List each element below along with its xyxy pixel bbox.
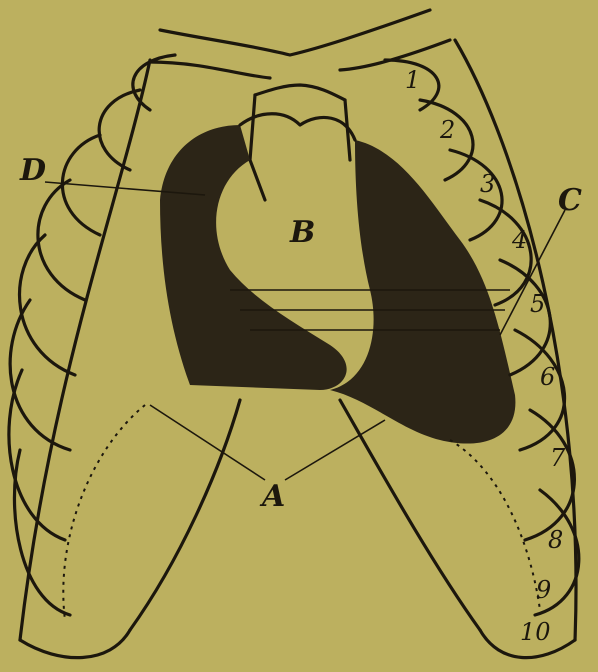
heart [160,114,515,444]
rib-number-3: 3 [480,170,495,198]
rib-number-4: 4 [511,226,527,254]
label-d: D [19,153,46,188]
rib-number-10: 10 [520,618,551,646]
label-a: A [259,479,285,514]
label-b: B [289,215,315,250]
rib-number-1: 1 [405,66,420,94]
rib-number-8: 8 [548,526,563,554]
rib-number-7: 7 [550,444,566,472]
rib-number-5: 5 [530,290,545,318]
rib-number-9: 9 [536,576,551,604]
label-c: C [558,183,582,218]
rib-number-2: 2 [439,116,455,144]
rib-number-6: 6 [540,363,555,391]
